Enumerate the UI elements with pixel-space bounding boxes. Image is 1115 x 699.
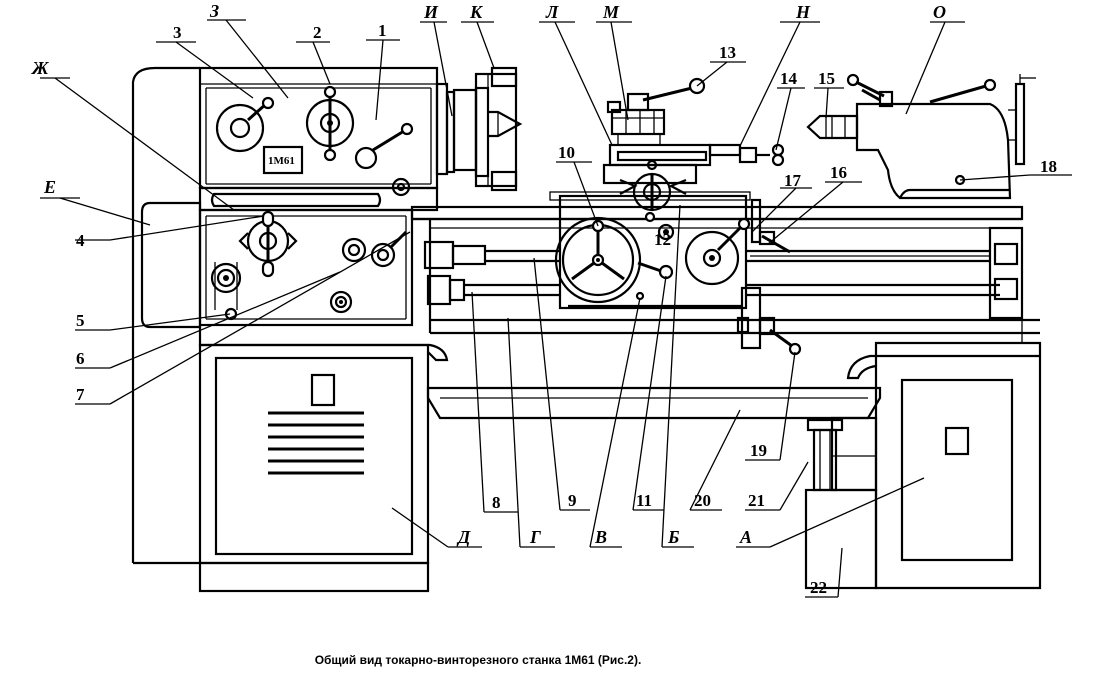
label-22: 22 [810, 578, 827, 597]
label-20: 20 [694, 491, 711, 510]
label-ZH: Ж [30, 58, 49, 78]
label-5: 5 [76, 311, 85, 330]
label-14: 14 [780, 69, 798, 88]
left-base-back [131, 66, 200, 565]
label-16: 16 [830, 163, 847, 182]
label-1: 1 [378, 21, 387, 40]
label-13: 13 [719, 43, 736, 62]
label-L: Л [545, 2, 559, 22]
toolpost [602, 77, 785, 185]
label-6: 6 [76, 349, 85, 368]
label-E: Е [43, 177, 56, 197]
lead-screw-shafts [423, 226, 1024, 320]
label-G: Г [529, 527, 541, 547]
label-N: Н [795, 2, 811, 22]
nameplate-text: 1М61 [268, 155, 295, 167]
lathe-bed [410, 205, 1040, 335]
label-19: 19 [750, 441, 767, 460]
label-10: 10 [558, 143, 575, 162]
label-D: Д [456, 527, 471, 547]
label-12: 12 [654, 230, 671, 249]
headstock: 1М61 [198, 66, 439, 212]
letter-labels: А Б В Г Д Е Ж З И К Л М Н О [30, 1, 946, 547]
label-K: К [469, 2, 484, 22]
feed-gearbox [198, 208, 414, 327]
label-18: 18 [1040, 157, 1057, 176]
left-pedestal [198, 327, 449, 593]
label-A: А [739, 527, 752, 547]
label-15: 15 [818, 69, 835, 88]
label-8: 8 [492, 493, 501, 512]
chip-tray [426, 386, 882, 420]
tailstock [806, 73, 1036, 200]
spindle-chuck [435, 66, 523, 192]
leader-lines [40, 19, 1072, 598]
label-2: 2 [313, 23, 322, 42]
motor-stand [804, 416, 878, 590]
label-17: 17 [784, 171, 802, 190]
label-9: 9 [568, 491, 577, 510]
label-V: В [594, 527, 607, 547]
label-Z: З [209, 1, 219, 21]
number-labels: 2 1 3 4 5 6 7 8 9 10 11 12 13 14 15 16 1… [76, 21, 1057, 597]
apron-lower-controls [736, 198, 802, 356]
label-I: И [423, 2, 439, 22]
label-21: 21 [748, 491, 765, 510]
label-11: 11 [636, 491, 652, 510]
label-7: 7 [76, 385, 85, 404]
figure-caption: Общий вид токарно-винторезного станка 1М… [314, 653, 642, 667]
label-3: 3 [173, 23, 182, 42]
label-O: О [933, 2, 946, 22]
electrical-cabinet [140, 201, 202, 329]
label-M: М [602, 2, 620, 22]
label-4: 4 [76, 231, 85, 250]
label-B: Б [667, 527, 679, 547]
